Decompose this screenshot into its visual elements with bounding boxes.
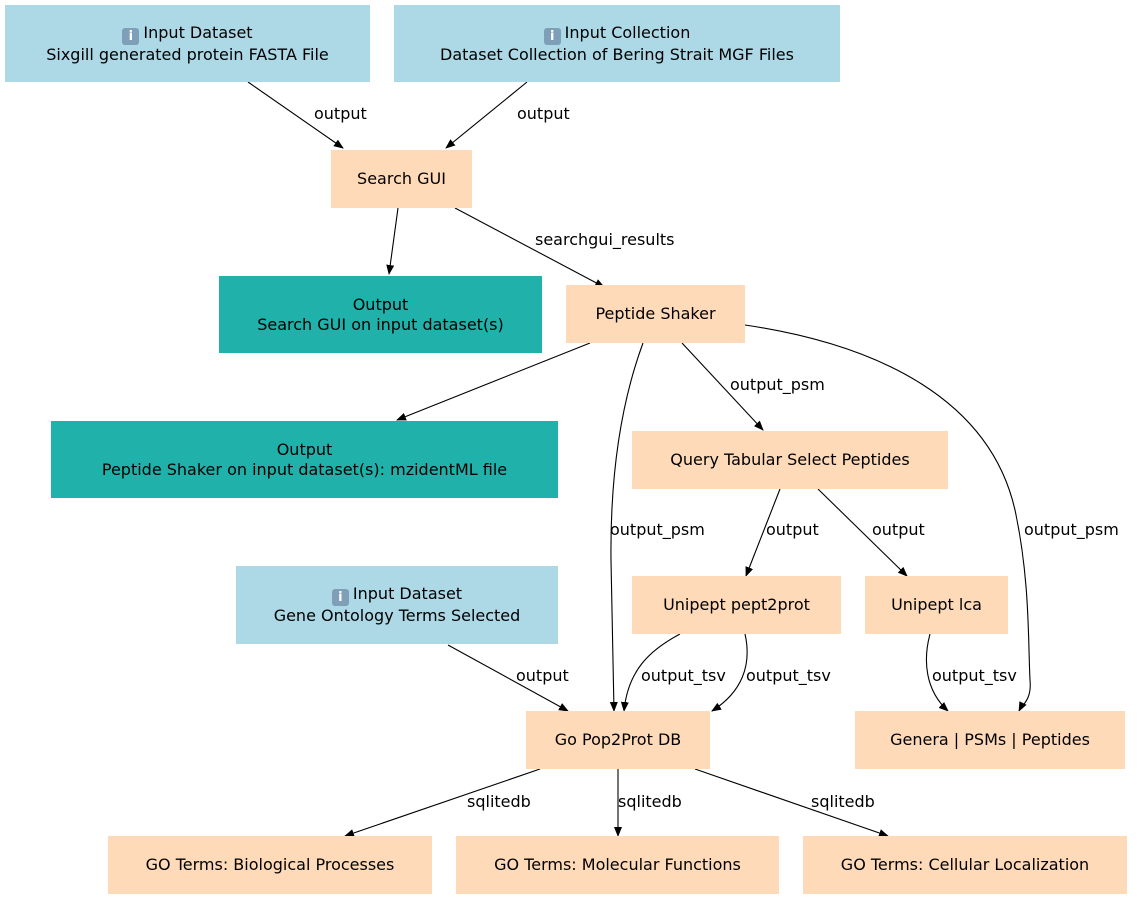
edge-pept2prot-to-gopop [620,633,681,712]
node-query-tabular[interactable]: Query Tabular Select Peptides [632,431,948,489]
node-go-bio[interactable]: GO Terms: Biological Processes [108,836,432,894]
edge-label-shaker-to-gopop: output_psm [610,520,705,539]
edge-label-gopop-to-mol: sqlitedb [618,792,682,811]
node-subtitle: Sixgill generated protein FASTA File [46,44,329,64]
node-unipept-pept2prot[interactable]: Unipept pept2prot [632,576,841,634]
edge-shaker-to-gopop [609,342,644,712]
node-title-text: Input Dataset [352,584,463,603]
node-label: Unipept lca [891,595,982,614]
node-label: Query Tabular Select Peptides [670,450,910,469]
node-title: Output [352,294,409,314]
edge-label-gopop-to-cell: sqlitedb [811,792,875,811]
node-title-text: Input Dataset [143,22,253,42]
node-label: Search GUI [357,169,446,188]
edge-query-to-pept2prot [745,488,781,577]
edge-lca-to-genera [925,633,949,712]
edge-label-shaker-to-query: output_psm [730,375,825,394]
edge-shaker-to-genera [744,324,1031,712]
node-go-pop2prot[interactable]: Go Pop2Prot DB [526,711,710,769]
edge-search-to-shaker [454,207,605,288]
edge-label-pept2prot-to-gopop: output_tsv [641,666,726,685]
edge-search-to-output [386,207,399,275]
edge-collection-to-search [445,81,528,149]
node-label: Genera | PSMs | Peptides [890,730,1090,749]
node-subtitle: Gene Ontology Terms Selected [273,606,521,625]
edge-shaker-to-output [396,342,591,421]
node-label: GO Terms: Biological Processes [145,855,395,874]
node-label: Go Pop2Prot DB [554,730,682,749]
node-go-mol[interactable]: GO Terms: Molecular Functions [456,836,779,894]
edge-label-search-to-shaker: searchgui_results [535,230,675,249]
node-search-gui[interactable]: Search GUI [331,150,472,208]
node-title: Output [276,439,333,459]
node-label: Unipept pept2prot [663,595,810,614]
node-subtitle: Search GUI on input dataset(s) [257,314,504,334]
node-title-text: Input Collection [564,22,691,42]
info-icon: i [331,589,349,606]
edge-label-shaker-to-genera: output_psm [1024,520,1119,539]
edge-label-go-to-gopop: output [516,666,569,685]
edge-gopop-to-bio [344,768,541,837]
edge-label-pept2prot-to-gopop-2: output_tsv [746,666,831,685]
edge-pept2prot-to-gopop-2 [711,633,748,712]
node-peptide-shaker[interactable]: Peptide Shaker [566,285,745,343]
edge-label-query-to-pept2prot: output [766,520,819,539]
edge-label-query-to-lca: output [872,520,925,539]
node-label: Peptide Shaker [595,304,716,323]
edge-label-fasta-to-search: output [314,104,367,123]
edge-gopop-to-cell [694,768,889,837]
node-output-search-gui[interactable]: Output Search GUI on input dataset(s) [219,276,542,353]
edge-shaker-to-query [681,342,764,431]
node-output-peptide-shaker[interactable]: Output Peptide Shaker on input dataset(s… [51,421,558,498]
info-icon: i [122,27,140,45]
node-label: GO Terms: Molecular Functions [494,855,741,874]
edge-label-lca-to-genera: output_tsv [932,666,1017,685]
node-go-cell[interactable]: GO Terms: Cellular Localization [803,836,1127,894]
node-label: GO Terms: Cellular Localization [840,855,1090,874]
node-unipept-lca[interactable]: Unipept lca [865,576,1008,634]
node-genera[interactable]: Genera | PSMs | Peptides [855,711,1125,769]
node-subtitle: Peptide Shaker on input dataset(s): mzid… [101,459,508,479]
edge-label-gopop-to-bio: sqlitedb [467,792,531,811]
edge-go-to-gopop [447,644,569,712]
edge-fasta-to-search [247,81,344,149]
info-icon: i [543,27,561,45]
node-subtitle: Dataset Collection of Bering Strait MGF … [440,44,794,64]
edge-label-collection-to-search: output [517,104,570,123]
edge-query-to-lca [817,488,908,577]
